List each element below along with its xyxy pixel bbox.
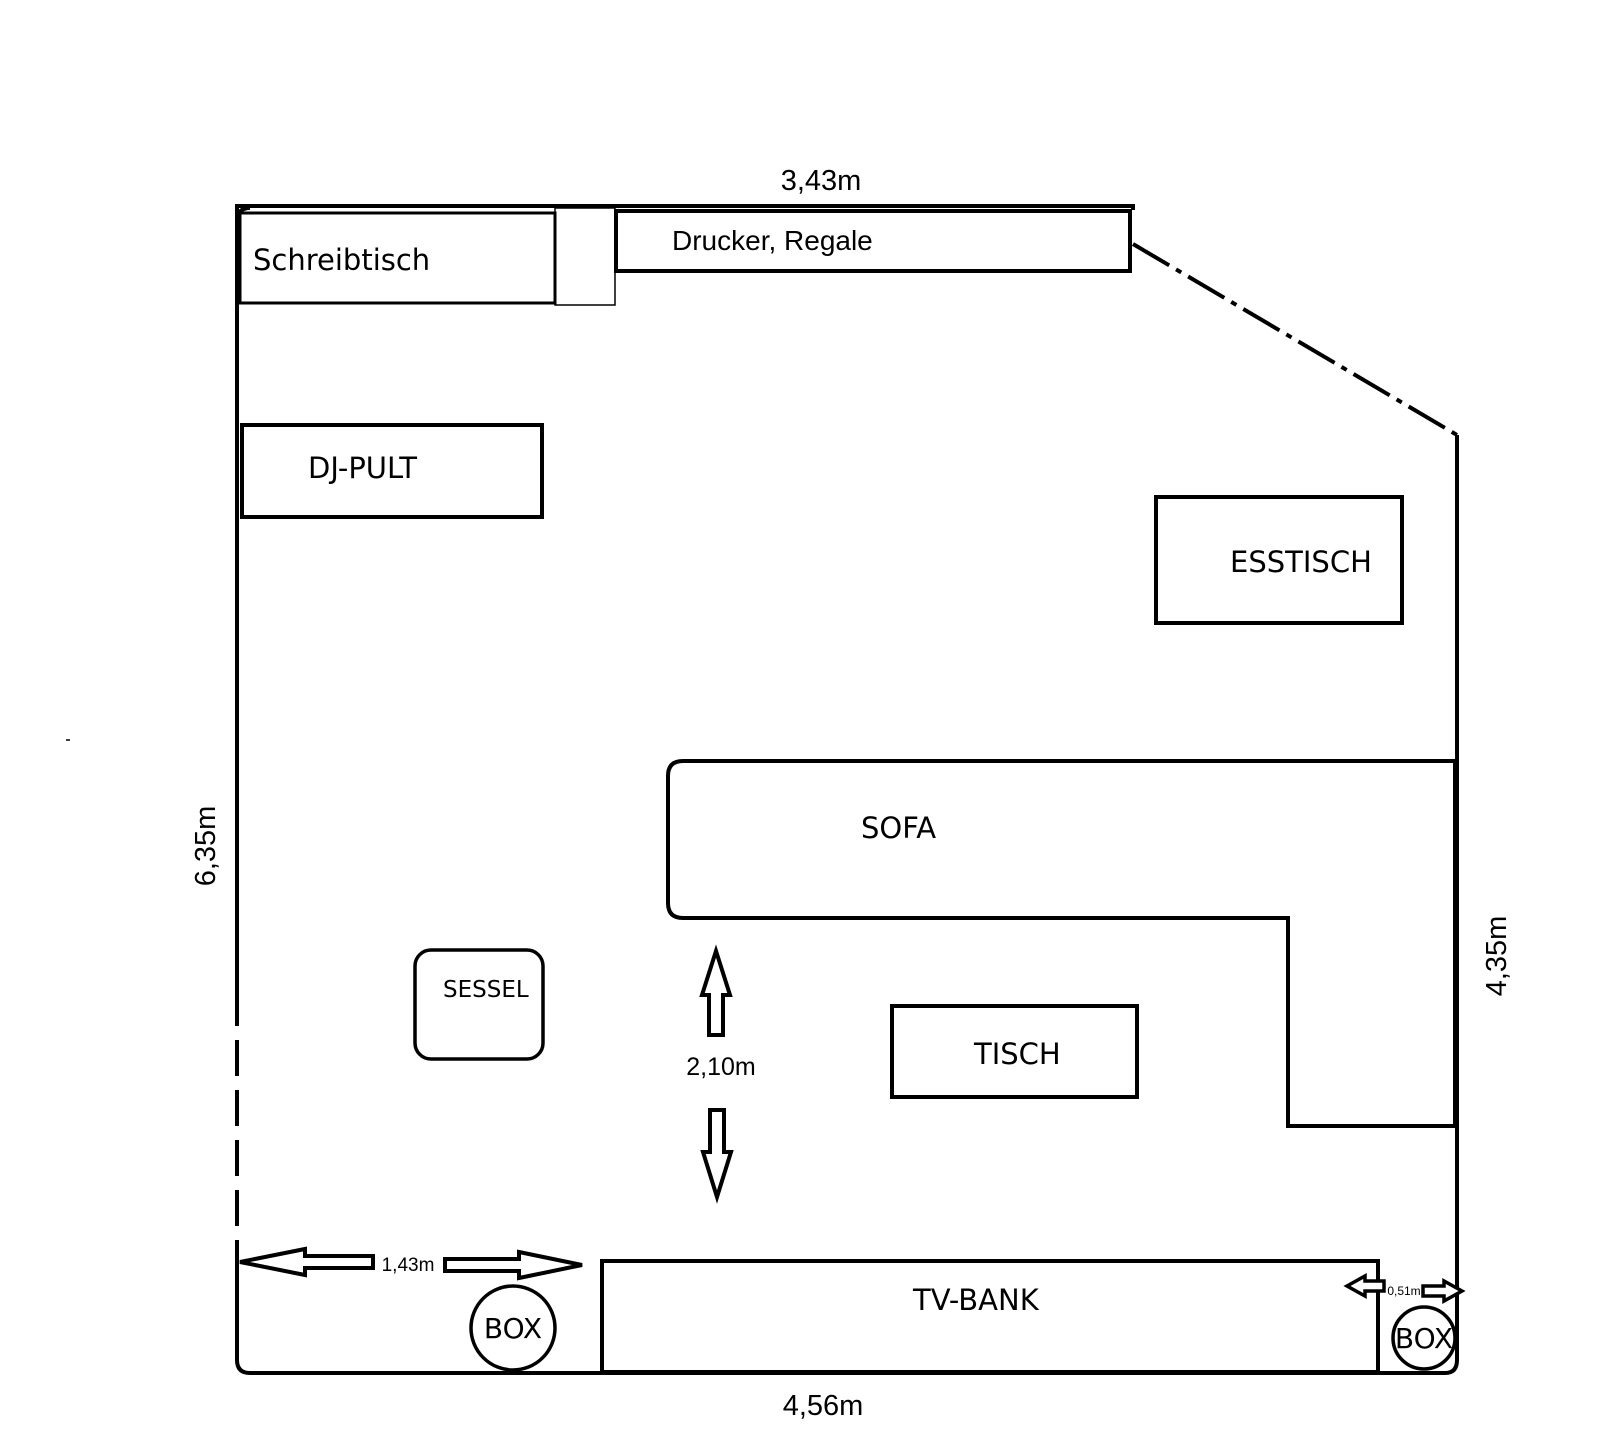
- dimension-right-label: 4,35m: [1481, 916, 1513, 997]
- printer-shelves: Drucker, Regale: [614, 209, 1132, 273]
- speaker-right: BOX: [1391, 1305, 1457, 1371]
- arrow-right-icon: [443, 1249, 583, 1281]
- dimension-bottom-label: 4,56m: [783, 1390, 864, 1422]
- armchair: SESSEL: [413, 948, 545, 1061]
- speaker-left: BOX: [469, 1284, 557, 1372]
- dimension-left-label: 6,35m: [190, 806, 222, 887]
- speaker-left-shape: [469, 1284, 557, 1372]
- dj-desk-shape: [240, 423, 544, 519]
- armchair-shape: [413, 948, 545, 1061]
- desk-extension: [554, 207, 616, 306]
- armchair-label: SESSEL: [443, 977, 529, 1003]
- sofa-label: SOFA: [861, 811, 936, 845]
- tv-bench-label: TV-BANK: [912, 1283, 1040, 1317]
- dining-table-label: ESSTISCH: [1230, 545, 1372, 579]
- arrow-left-icon: [239, 1246, 375, 1278]
- table-shape: [890, 1004, 1139, 1099]
- desk: Schreibtisch: [238, 207, 616, 306]
- box-gap-dimension: [239, 1246, 583, 1281]
- sofa-shape: [666, 759, 1457, 1128]
- dimension-top-label: 3,43m: [781, 165, 862, 197]
- box-gap-dimension-label: 1,43m: [382, 1255, 435, 1276]
- speaker-right-shape: [1391, 1305, 1457, 1371]
- arrow-right-small-icon: [1421, 1278, 1466, 1304]
- wall-top: [235, 204, 1135, 222]
- dj-desk: DJ-PULT: [240, 423, 544, 519]
- corner-gap-dimension-label: 0,51m: [1387, 1284, 1420, 1298]
- arrow-up-icon: [699, 944, 733, 1037]
- tv-bench-shape: [600, 1259, 1380, 1374]
- sofa: SOFA: [666, 759, 1457, 1128]
- dining-table-shape: [1154, 495, 1404, 625]
- room-walls: [235, 204, 1459, 1375]
- walkway-dimension-label: 2,10m: [686, 1053, 755, 1081]
- table-label: TISCH: [973, 1037, 1061, 1071]
- arrow-down-icon: [700, 1108, 734, 1204]
- corner-gap-dimension: [1343, 1273, 1466, 1304]
- wall-diagonal-dashed: [1131, 242, 1459, 437]
- dining-table: ESSTISCH: [1154, 495, 1404, 625]
- desk-label: Schreibtisch: [253, 243, 430, 277]
- speaker-left-label: BOX: [484, 1312, 542, 1345]
- dj-desk-label: DJ-PULT: [308, 451, 417, 485]
- arrow-left-small-icon: [1343, 1273, 1386, 1299]
- table: TISCH: [890, 1004, 1139, 1099]
- printer-shelves-label: Drucker, Regale: [672, 225, 873, 256]
- printer-shelves-shape: [614, 209, 1132, 273]
- speaker-right-label: BOX: [1395, 1322, 1453, 1355]
- walkway-dimension: [699, 944, 734, 1204]
- tv-bench: TV-BANK: [600, 1259, 1380, 1374]
